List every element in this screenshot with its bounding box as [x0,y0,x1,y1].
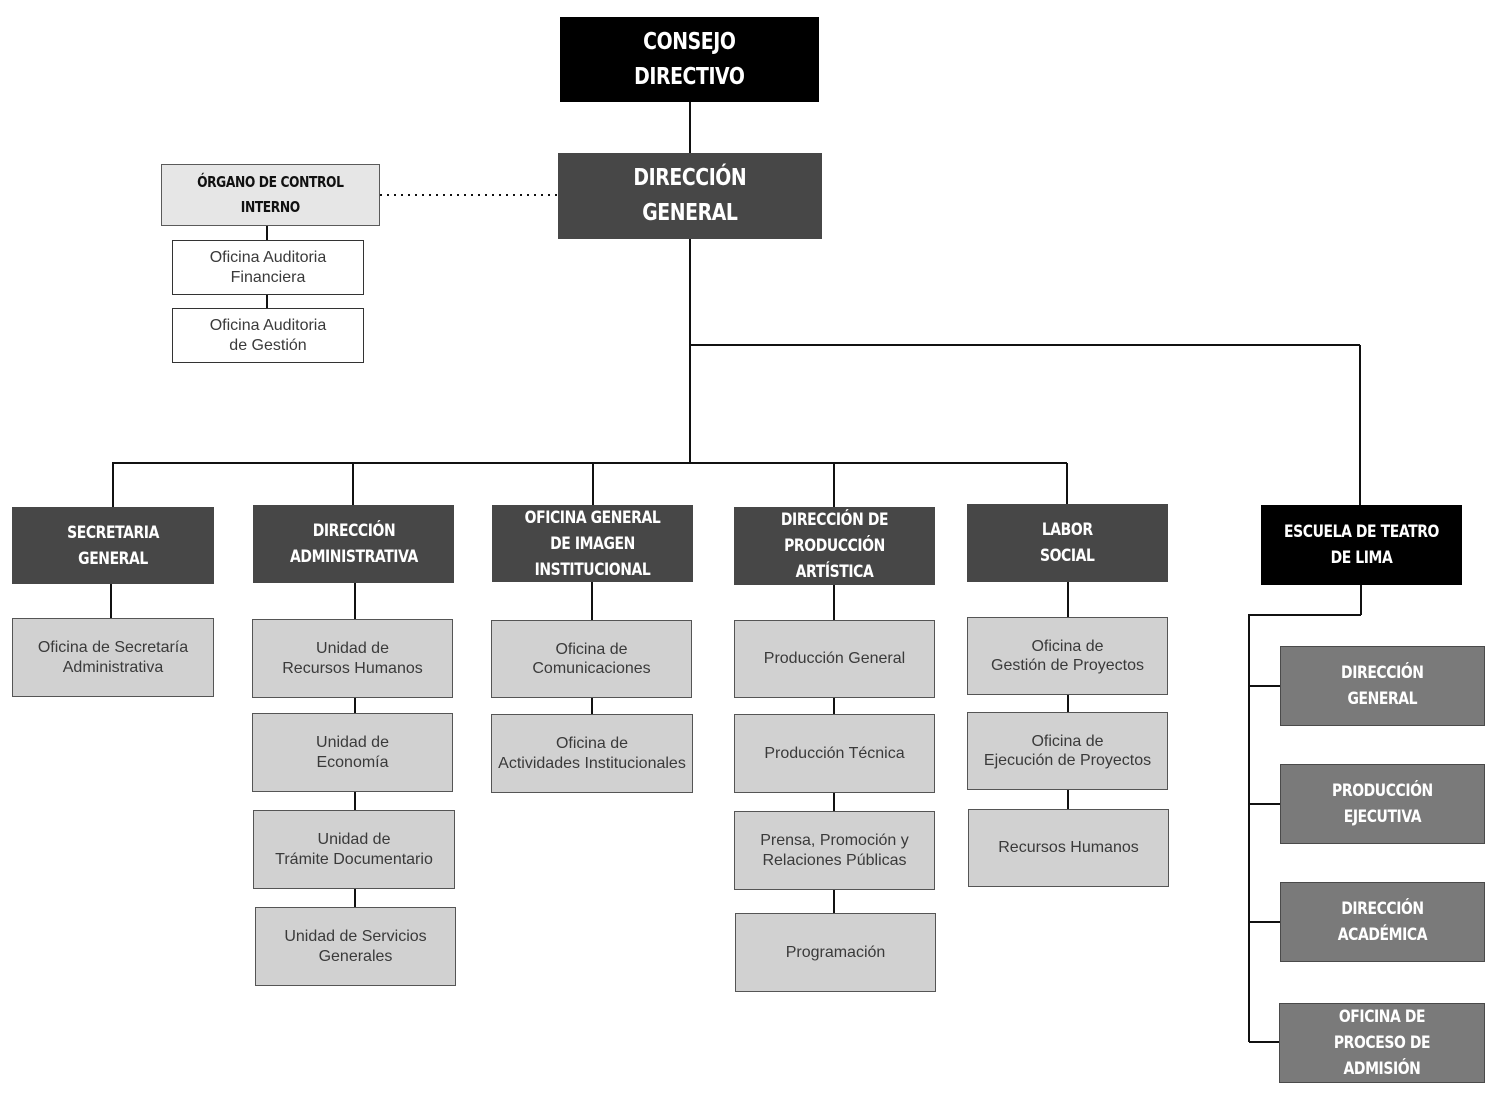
produccion-general-label: Producción General [763,650,906,668]
oficina-auditoria-gestion-label: Oficina Auditoria de Gestión [209,317,327,354]
programacion-label: Programación [785,943,886,961]
produccion-artistica-title: DIRECCIÓN DE PRODUCCIÓN ARTÍSTICA [780,510,889,582]
oficina-comunicaciones: Oficina de Comunicaciones [491,620,692,698]
recursos-humanos: Recursos Humanos [968,809,1169,887]
prensa-promocion-label: Prensa, Promoción y Relaciones Públicas [760,832,909,869]
produccion-general: Producción General [734,620,935,698]
direccion-administrativa-box: DIRECCIÓN ADMINISTRATIVA [253,505,454,583]
oficina-auditoria-financiera: Oficina Auditoria Financiera [172,240,364,295]
escuela-produccion-ejecutiva: PRODUCCIÓN EJECUTIVA [1280,764,1485,844]
imagen-institucional-title: OFICINA GENERAL DE IMAGEN INSTITUCIONAL [524,507,661,580]
direccion-general-box: DIRECCIÓN GENERAL [558,153,822,239]
unidad-servicios-generales-label: Unidad de Servicios Generales [284,928,427,965]
escuela-direccion-academica: DIRECCIÓN ACADÉMICA [1280,882,1485,962]
oficina-auditoria-gestion: Oficina Auditoria de Gestión [172,308,364,363]
oficina-gestion-proyectos: Oficina de Gestión de Proyectos [967,617,1168,695]
direccion-administrativa-title: DIRECCIÓN ADMINISTRATIVA [289,521,418,567]
oficina-ejecucion-proyectos-label: Oficina de Ejecución de Proyectos [983,732,1152,769]
oficina-comunicaciones-label: Oficina de Comunicaciones [532,640,651,677]
secretaria-general-title: SECRETARIA GENERAL [67,522,159,569]
consejo-directivo-box: CONSEJO DIRECTIVO [560,17,819,102]
oficina-actividades-institucionales: Oficina de Actividades Institucionales [491,714,693,793]
escuela-direccion-academica-label: DIRECCIÓN ACADÉMICA [1337,899,1428,945]
oficina-secretaria-administrativa-label: Oficina de Secretaría Administrativa [37,639,189,676]
oficina-ejecucion-proyectos: Oficina de Ejecución de Proyectos [967,712,1168,790]
secretaria-general-box: SECRETARIA GENERAL [12,507,214,584]
recursos-humanos-label: Recursos Humanos [998,839,1139,857]
unidad-servicios-generales: Unidad de Servicios Generales [255,907,456,986]
labor-social-box: LABOR SOCIAL [967,504,1168,582]
direccion-general-title: DIRECCIÓN GENERAL [633,165,747,226]
produccion-tecnica-label: Producción Técnica [764,744,905,762]
escuela-proceso-admision-label: OFICINA DE PROCESO DE ADMISIÓN [1333,1007,1431,1079]
oficina-gestion-proyectos-label: Oficina de Gestión de Proyectos [991,637,1144,674]
produccion-artistica-box: DIRECCIÓN DE PRODUCCIÓN ARTÍSTICA [734,507,935,585]
prensa-promocion: Prensa, Promoción y Relaciones Públicas [734,811,935,890]
oficina-secretaria-administrativa: Oficina de Secretaría Administrativa [12,618,214,697]
consejo-directivo-title: CONSEJO DIRECTIVO [634,28,745,90]
unidad-economia-label: Unidad de Economía [316,734,389,771]
escuela-teatro-title: ESCUELA DE TEATRO DE LIMA [1284,522,1439,568]
imagen-institucional-box: OFICINA GENERAL DE IMAGEN INSTITUCIONAL [492,505,693,582]
escuela-teatro-box: ESCUELA DE TEATRO DE LIMA [1261,505,1462,585]
organo-control-box: ÓRGANO DE CONTROL INTERNO [161,164,380,226]
labor-social-title: LABOR SOCIAL [1040,520,1095,566]
unidad-tramite-documentario: Unidad de Trámite Documentario [253,810,455,889]
unidad-recursos-humanos-label: Unidad de Recursos Humanos [282,640,423,677]
unidad-tramite-documentario-label: Unidad de Trámite Documentario [275,831,433,868]
escuela-proceso-admision: OFICINA DE PROCESO DE ADMISIÓN [1279,1003,1485,1083]
programacion: Programación [735,913,936,992]
escuela-produccion-ejecutiva-label: PRODUCCIÓN EJECUTIVA [1332,781,1433,827]
organo-control-title: ÓRGANO DE CONTROL INTERNO [197,173,344,216]
oficina-auditoria-financiera-label: Oficina Auditoria Financiera [209,249,327,286]
escuela-direccion-general-label: DIRECCIÓN GENERAL [1341,663,1424,709]
oficina-actividades-institucionales-label: Oficina de Actividades Institucionales [498,735,686,772]
produccion-tecnica: Producción Técnica [734,714,935,793]
escuela-direccion-general: DIRECCIÓN GENERAL [1280,646,1485,726]
unidad-economia: Unidad de Economía [252,713,453,792]
unidad-recursos-humanos: Unidad de Recursos Humanos [252,619,453,698]
